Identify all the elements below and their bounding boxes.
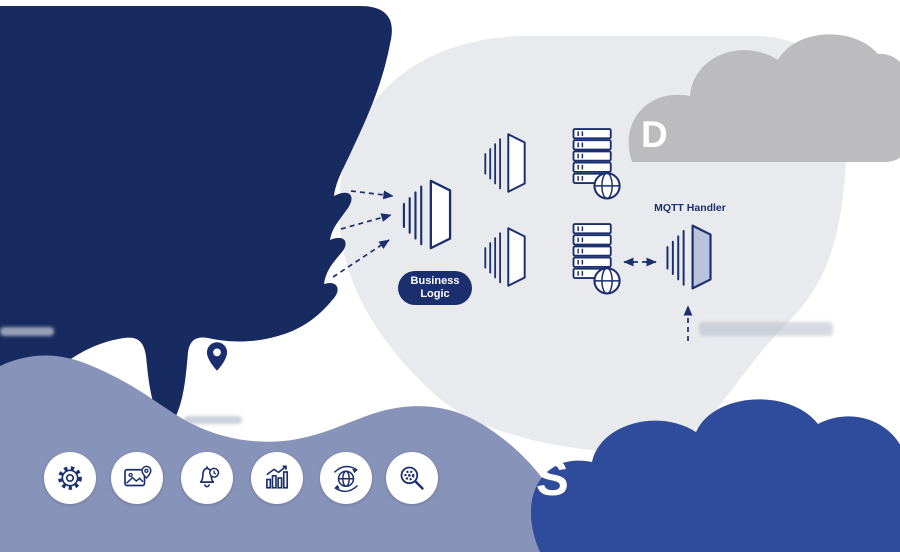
analytics-chart-icon-circle — [251, 452, 303, 504]
gear-icon — [58, 466, 82, 490]
server-globe-icon-upper — [572, 128, 621, 200]
bottom-right-blue-cloud — [531, 399, 900, 552]
top-right-cloud — [628, 34, 900, 162]
compute-stack-icon-lower — [484, 227, 526, 287]
dashed-arrow-2 — [340, 213, 392, 230]
unreadable-text-fragment-right — [699, 322, 833, 336]
unreadable-text-fragment-left — [0, 327, 54, 336]
compute-stack-icon-upper — [484, 133, 526, 193]
unreadable-text-fragment-center — [184, 416, 242, 424]
search-settings-icon — [400, 466, 424, 490]
global-sync-icon-circle — [320, 452, 372, 504]
mqtt-handler-label: MQTT Handler — [654, 202, 726, 214]
global-sync-icon — [333, 465, 359, 493]
location-pin-icon — [206, 342, 228, 371]
mqtt-handler-icon — [666, 224, 712, 290]
search-settings-icon-circle — [386, 452, 438, 504]
business-logic-badge: Business Logic — [398, 271, 472, 305]
dashed-arrow-1 — [350, 190, 394, 200]
notification-bell-icon-circle — [181, 452, 233, 504]
analytics-chart-icon — [266, 465, 289, 489]
notification-bell-icon — [199, 466, 220, 488]
photo-location-icon-circle — [111, 452, 163, 504]
bottom-cloud-partial-letter: S — [536, 452, 569, 506]
left-navy-blob — [0, 6, 392, 424]
dashed-arrow-3 — [332, 239, 390, 278]
compute-stack-icon-main — [402, 179, 452, 250]
photo-location-icon — [124, 465, 152, 487]
gear-icon-circle — [44, 452, 96, 504]
server-globe-icon-lower — [572, 223, 621, 295]
top-cloud-partial-letter: D — [641, 114, 668, 155]
